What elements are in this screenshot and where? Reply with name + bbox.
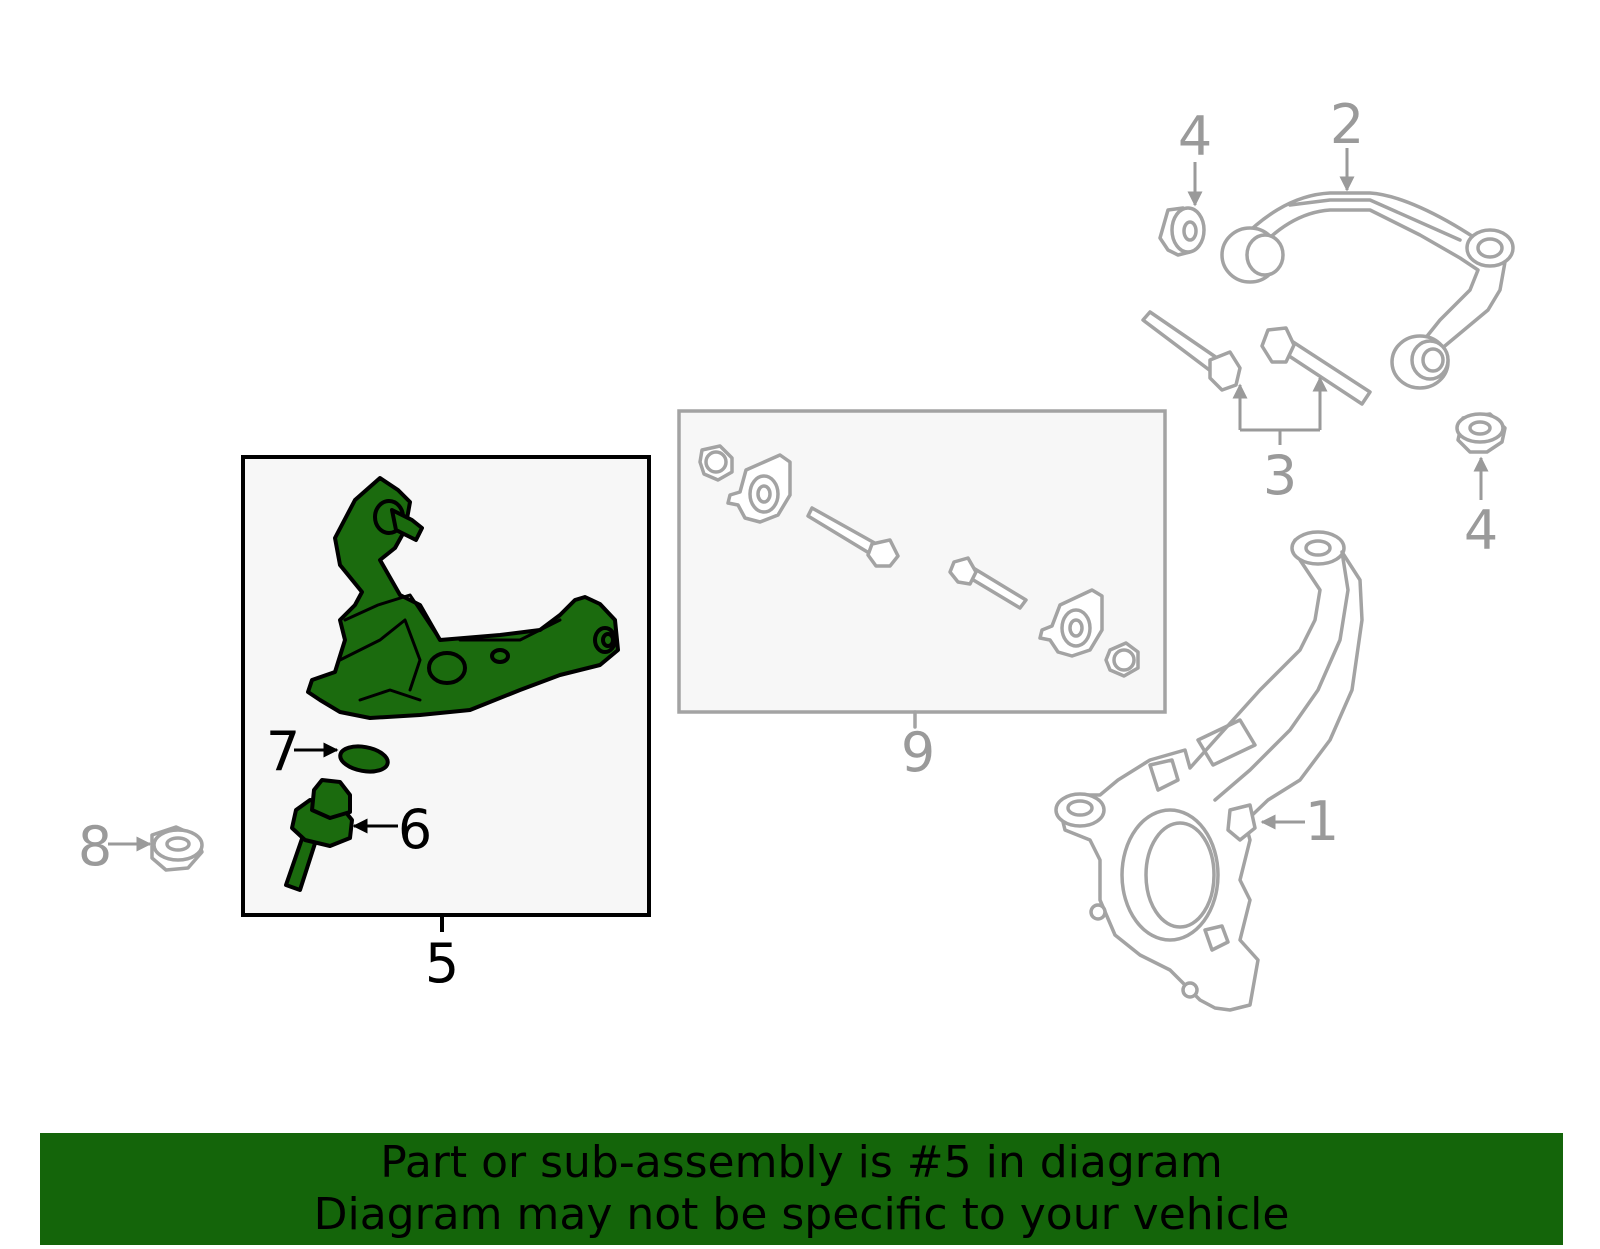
control-arm xyxy=(306,476,620,720)
nut-8 xyxy=(150,825,204,872)
control-arm-assembly-box xyxy=(241,455,651,932)
ball-joint-6 xyxy=(284,778,354,892)
banner-line-2: Diagram may not be specific to your vehi… xyxy=(313,1189,1290,1240)
callout-4-top: 4 xyxy=(1178,105,1212,168)
nut-top xyxy=(1158,206,1206,257)
callout-9: 9 xyxy=(901,721,935,784)
bolts-3 xyxy=(1141,310,1372,406)
callout-3: 3 xyxy=(1263,444,1297,507)
callout-6: 6 xyxy=(398,798,432,861)
callout-1: 1 xyxy=(1305,790,1339,853)
leader-lines xyxy=(108,148,1489,852)
callout-4-bottom: 4 xyxy=(1464,499,1498,562)
info-banner: Part or sub-assembly is #5 in diagram Di… xyxy=(40,1133,1563,1245)
steering-knuckle xyxy=(1054,530,1364,1012)
callout-5: 5 xyxy=(425,932,459,995)
callout-8: 8 xyxy=(78,815,112,878)
upper-control-arm xyxy=(1220,191,1515,390)
hardware-kit-box xyxy=(677,409,1167,729)
callout-7: 7 xyxy=(266,720,300,783)
nut-right xyxy=(1455,412,1507,454)
callout-2: 2 xyxy=(1330,93,1364,156)
banner-line-1: Part or sub-assembly is #5 in diagram xyxy=(380,1137,1223,1188)
boot-7 xyxy=(338,744,390,774)
